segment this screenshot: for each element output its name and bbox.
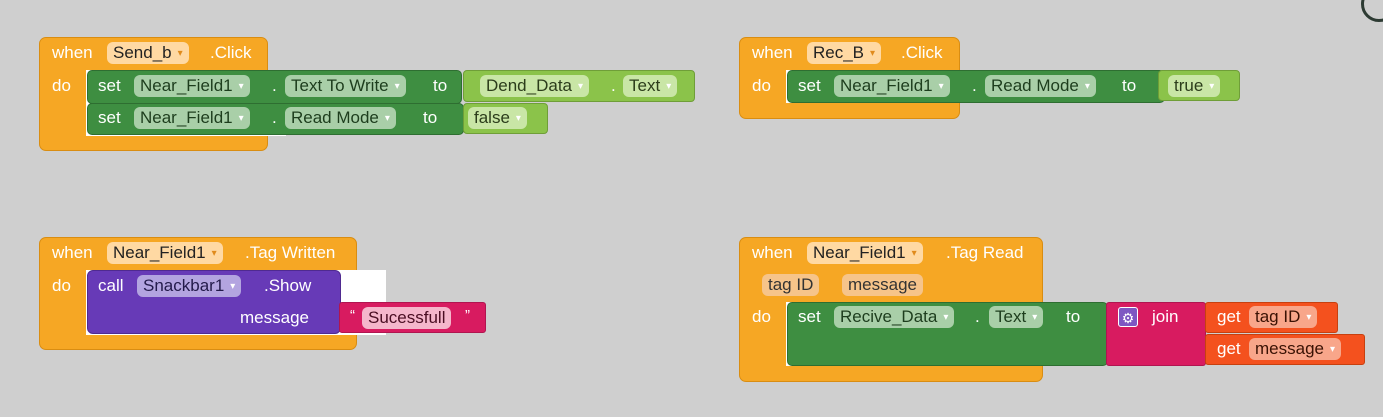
component-dropdown[interactable]: Near_Field1▾ [807,242,923,264]
do-keyword: do [52,76,71,95]
chevron-down-icon: ▾ [943,312,949,323]
chevron-down-icon: ▾ [211,248,217,259]
property-dropdown[interactable]: Read Mode▾ [985,75,1096,97]
chevron-down-icon: ▾ [177,48,183,59]
join-keyword: join [1152,307,1179,326]
chevron-down-icon: ▾ [870,48,876,59]
event-param-message[interactable]: message [842,274,923,296]
property-dropdown[interactable]: Text▾ [989,306,1044,328]
event-name: .Click [210,43,252,62]
do-keyword: do [752,307,771,326]
when-keyword: when [752,243,793,262]
when-keyword: when [52,243,93,262]
set-keyword: set [798,76,821,95]
get-keyword: get [1217,307,1241,326]
component-dropdown[interactable]: Rec_B▾ [807,42,882,64]
chevron-down-icon: ▾ [515,113,521,124]
chevron-down-icon: ▾ [666,81,672,92]
component-dropdown[interactable]: Snackbar1▾ [137,275,242,297]
dot-separator: . [975,307,980,326]
chevron-down-icon: ▾ [1209,81,1215,92]
chevron-down-icon: ▾ [230,281,236,292]
event-name: .Click [901,43,943,62]
chevron-down-icon: ▾ [238,81,244,92]
do-keyword: do [52,276,71,295]
chevron-down-icon: ▾ [1306,312,1312,323]
dot-separator: . [272,76,277,95]
set-keyword: set [98,108,121,127]
component-dropdown[interactable]: Recive_Data▾ [834,306,955,328]
close-quote: ” [465,307,470,324]
property-dropdown[interactable]: Text▾ [623,75,678,97]
chevron-down-icon: ▾ [1329,344,1336,355]
component-dropdown[interactable]: Near_Field1▾ [134,107,250,129]
component-dropdown[interactable]: Near_Field1▾ [834,75,950,97]
method-name: .Show [264,276,312,295]
boolean-dropdown[interactable]: false▾ [468,107,527,129]
chevron-down-icon: ▾ [1032,312,1038,323]
boolean-dropdown[interactable]: true▾ [1168,75,1221,97]
property-dropdown[interactable]: Text To Write▾ [285,75,406,97]
chevron-down-icon: ▾ [1084,81,1090,92]
chevron-down-icon: ▾ [238,113,244,124]
to-keyword: to [423,108,438,127]
get-keyword: get [1217,339,1241,358]
variable-dropdown[interactable]: tag ID▾ [1249,306,1318,328]
component-dropdown[interactable]: Near_Field1▾ [134,75,250,97]
component-dropdown[interactable]: Send_b▾ [107,42,189,64]
set-keyword: set [98,76,121,95]
do-keyword: do [752,76,771,95]
chevron-down-icon: ▾ [911,248,917,259]
chevron-down-icon: ▾ [938,81,944,92]
event-name: .Tag Read [946,243,1024,262]
call-keyword: call [98,276,124,295]
param-label: message [240,308,309,327]
when-keyword: when [52,43,93,62]
when-keyword: when [752,43,793,62]
to-keyword: to [433,76,448,95]
property-dropdown[interactable]: Read Mode▾ [285,107,396,129]
chevron-down-icon: ▾ [384,113,390,124]
set-keyword: set [798,307,821,326]
to-keyword: to [1122,76,1137,95]
dot-separator: . [972,76,977,95]
gear-icon[interactable]: ⚙ [1118,307,1138,327]
dot-separator: . [272,108,277,127]
component-dropdown[interactable]: Dend_Data▾ [480,75,590,97]
variable-dropdown[interactable]: message▾ [1249,338,1342,360]
chevron-down-icon: ▾ [394,81,400,92]
dot-separator: . [611,76,616,95]
event-name: .Tag Written [245,243,336,262]
chevron-down-icon: ▾ [578,81,584,92]
text-value[interactable]: Sucessfull [362,307,452,329]
open-quote: “ [350,307,355,324]
component-dropdown[interactable]: Near_Field1▾ [107,242,223,264]
trashcan-icon[interactable] [1361,0,1383,22]
event-param-tag-id[interactable]: tag ID [762,274,820,296]
to-keyword: to [1066,307,1081,326]
